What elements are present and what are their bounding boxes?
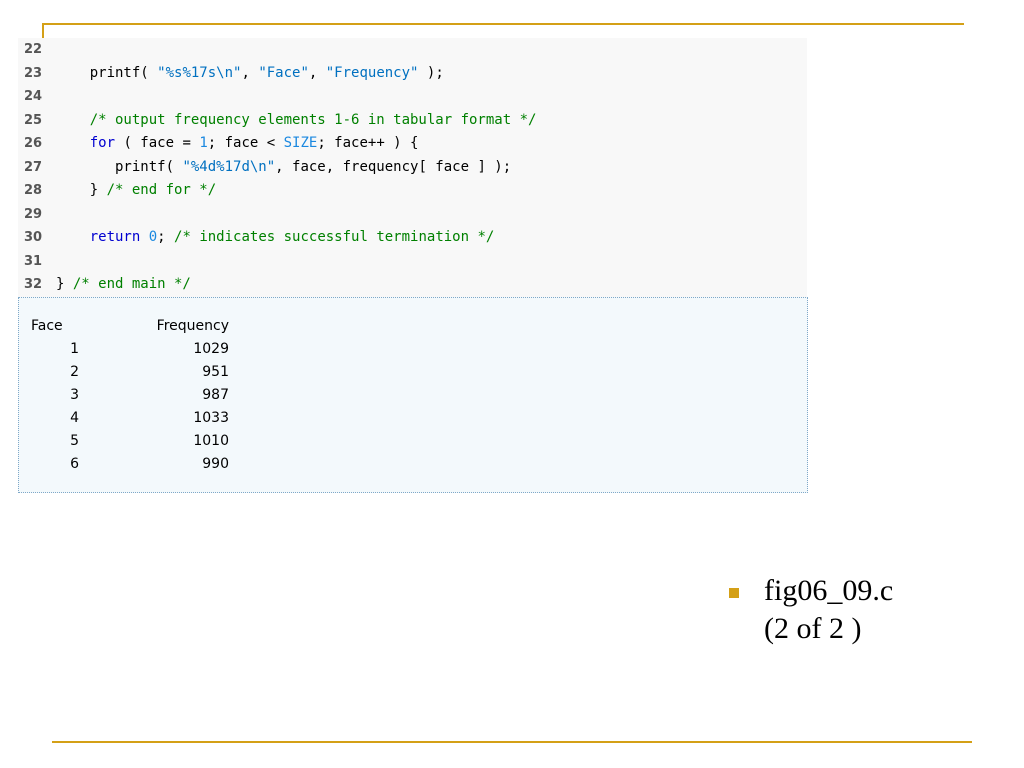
slide-caption: fig06_09.c (2 of 2 ) [764,572,893,648]
code-token: /* indicates successful termination */ [174,229,495,245]
line-number: 28 [24,183,43,198]
output-row: 6 990 [31,453,229,476]
code-line: 30 return 0; /* indicates successful ter… [18,226,494,249]
output-row: 1 1029 [31,338,229,361]
code-token [56,135,90,151]
code-token [140,229,148,245]
code-token: return [89,229,141,245]
code-token: } [56,276,73,292]
output-frequency-value: 951 [202,364,229,380]
code-token: } [56,182,107,198]
code-token [56,229,90,245]
code-token: , [308,64,326,81]
code-token: "%s%17s\n" [157,64,242,81]
line-number: 24 [24,89,43,104]
output-header: Face Frequency [31,315,229,338]
code-token: ; [157,229,175,245]
top-rule [42,23,964,25]
code-line: 28 } /* end for */ [18,179,216,202]
output-frequency-value: 990 [202,456,229,472]
code-token: 1 [199,135,208,151]
output-frequency-value: 987 [202,387,229,403]
code-token: /* end for */ [106,182,217,198]
bullet-icon [729,588,739,598]
caption-page: (2 of 2 ) [764,612,862,645]
output-row: 5 1010 [31,430,229,453]
code-line: 24 [18,85,56,108]
code-token: ; face < [207,135,284,151]
code-line: 27 printf( "%4d%17d\n", face, frequency[… [18,156,511,179]
output-face-value: 5 [70,433,79,449]
top-rule-tick [42,23,44,39]
line-number: 31 [24,253,43,269]
code-token: printf( [56,158,183,175]
line-number: 27 [24,159,43,175]
output-header-face: Face [31,318,63,334]
code-line: 22 [18,38,56,61]
output-header-frequency: Frequency [156,318,229,334]
output-frequency-value: 1033 [193,410,229,426]
output-frequency-value: 1010 [193,433,229,449]
code-token: for [89,135,116,151]
output-face-value: 6 [70,456,79,472]
line-number: 29 [24,206,43,222]
code-line: 26 for ( face = 1; face < SIZE; face++ )… [18,132,418,155]
program-output: Face Frequency 1 1029 2 951 3 987 4 1033 5 1010 6 99… [18,297,808,493]
code-listing: 22 23 printf( "%s%17s\n", "Face", "Freque… [18,38,807,297]
output-row: 4 1033 [31,407,229,430]
line-number: 22 [24,42,43,57]
code-token: , [241,64,259,81]
output-face-value: 1 [70,341,79,357]
code-line: 23 printf( "%s%17s\n", "Face", "Frequenc… [18,62,444,85]
output-face-value: 2 [70,364,79,380]
code-token: , face, frequency[ face ] ); [275,158,512,175]
output-face-value: 4 [70,410,79,426]
code-token: ; face++ ) { [317,135,419,151]
line-number: 30 [24,230,43,245]
code-token: 0 [148,229,158,245]
bottom-rule [52,741,972,743]
code-token: "%4d%17d\n" [182,158,276,175]
output-frequency-value: 1029 [193,341,229,357]
code-line: 29 [18,203,56,226]
code-token: SIZE [283,135,318,151]
code-token: "Frequency" [325,64,419,81]
code-token: ( face = [115,135,200,151]
code-line: 25 /* output frequency elements 1-6 in t… [18,109,536,132]
output-face-value: 3 [70,387,79,403]
code-line: 31 [18,250,56,273]
code-token: ); [418,64,444,81]
code-line: 32} /* end main */ [18,273,191,296]
line-number: 26 [24,136,43,151]
output-row: 3 987 [31,384,229,407]
line-number: 25 [24,112,43,128]
code-token: printf( [56,64,158,81]
code-token: /* end main */ [72,276,191,292]
line-number: 23 [24,65,43,81]
output-row: 2 951 [31,361,229,384]
caption-filename: fig06_09.c [764,574,894,607]
code-token: "Face" [258,64,309,81]
code-token: /* output frequency elements 1-6 in tabu… [56,111,537,128]
line-number: 32 [24,277,43,292]
